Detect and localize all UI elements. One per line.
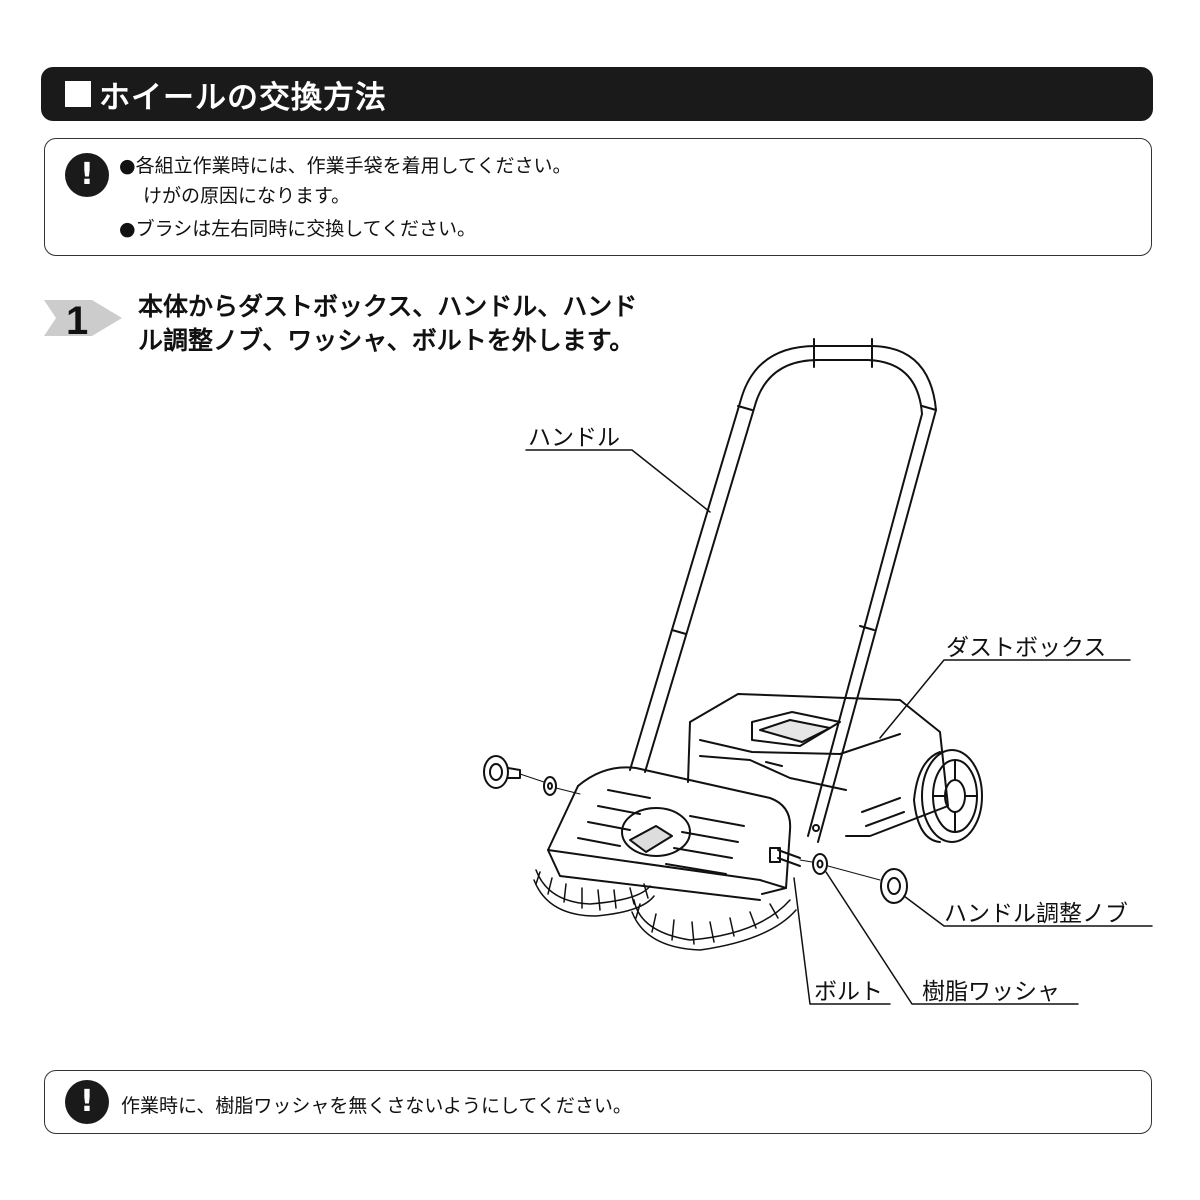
label-dust-box: ダストボックス xyxy=(946,635,1107,661)
step-text-line-2: ル調整ノブ、ワッシャ、ボルトを外します。 xyxy=(138,326,635,355)
caution-line-2: けがの原因になります。 xyxy=(143,185,351,207)
caution-line-1: ●各組立作業時には、作業手袋を着用してください。 xyxy=(119,155,572,177)
step-number: 1 xyxy=(66,299,88,340)
label-washer: 樹脂ワッシャ xyxy=(922,979,1060,1005)
sweeper-body-drawing xyxy=(547,766,801,901)
handle-drawing xyxy=(629,338,937,843)
caution-bottom-text: 作業時に、樹脂ワッシャを無くさないようにしてください。 xyxy=(121,1095,632,1117)
leader-lines xyxy=(525,449,1153,1005)
step-text-line-1: 本体からダストボックス、ハンドル、ハンド xyxy=(138,292,638,321)
label-handle-knob: ハンドル調整ノブ xyxy=(944,901,1128,927)
left-parts-drawing xyxy=(483,755,581,796)
label-bolt: ボルト xyxy=(814,979,883,1005)
caution-line-3: ●ブラシは左右同時に交換してください。 xyxy=(119,218,477,240)
caution-box-top: ! ●各組立作業時には、作業手袋を着用してください。 けがの原因になります。 ●… xyxy=(44,138,1152,256)
exclamation-icon: ! xyxy=(65,1080,109,1124)
brush-drawing xyxy=(533,869,797,951)
square-bullet-icon xyxy=(65,81,91,107)
section-title-bar: ホイールの交換方法 xyxy=(41,67,1153,121)
exclamation-icon: ! xyxy=(65,153,109,197)
step-instruction: 本体からダストボックス、ハンドル、ハンド ル調整ノブ、ワッシャ、ボルトを外します… xyxy=(138,290,637,358)
step-arrow-icon: 1 xyxy=(44,299,122,340)
caution-box-bottom: ! 作業時に、樹脂ワッシャを無くさないようにしてください。 xyxy=(44,1070,1152,1134)
rear-wheel-drawing xyxy=(913,749,983,843)
right-parts-drawing xyxy=(799,853,908,904)
label-handle: ハンドル xyxy=(528,425,620,451)
dust-box-drawing xyxy=(687,693,949,837)
section-title: ホイールの交換方法 xyxy=(99,79,387,116)
